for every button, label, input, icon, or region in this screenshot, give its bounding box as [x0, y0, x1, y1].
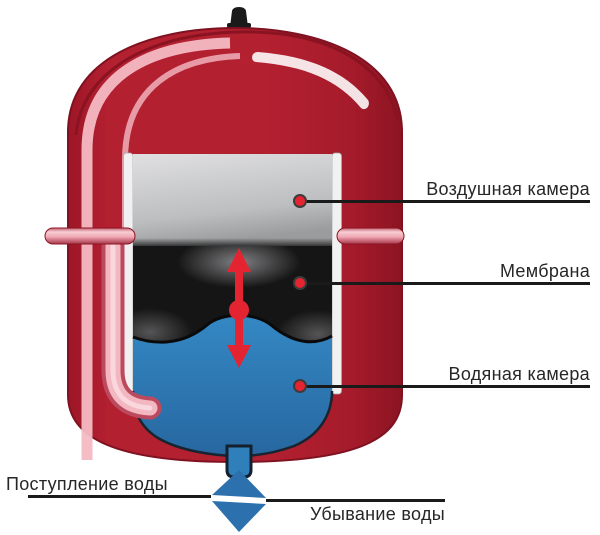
air-chamber-shadow: [133, 238, 332, 247]
left-highlight-band-inner: [122, 53, 241, 235]
flow-diamond-bottom: [212, 501, 266, 532]
membrane-arrow-up-shaft: [235, 266, 243, 314]
membrane-arrow-up-head: [227, 248, 251, 272]
dome-highlight-swoosh: [252, 52, 369, 110]
callout-dot-membrane: [293, 276, 307, 290]
leader-line-water-outflow: [266, 499, 445, 502]
cutaway-left-rim: [123, 152, 134, 395]
dome-edge-line: [74, 30, 400, 136]
right-pipe-stub: [336, 227, 405, 245]
flow-diamond-icon: [212, 470, 266, 532]
callout-dot-water-chamber: [293, 379, 307, 393]
water-chamber-region: [133, 315, 332, 456]
label-water-outflow: Убывание воды: [310, 504, 445, 524]
leader-line-water-chamber: [300, 385, 590, 388]
leader-line-air-chamber: [300, 200, 590, 203]
callout-dot-air-chamber: [293, 194, 307, 208]
wall-cut-tube: [101, 234, 162, 420]
air-valve: [227, 7, 251, 28]
cutaway-right-rim: [331, 152, 342, 395]
membrane-arrows: [227, 248, 251, 368]
leader-line-water-inflow: [28, 495, 211, 498]
left-highlight-band-outer: [81, 37, 231, 460]
label-water-inflow: Поступление воды: [6, 474, 168, 494]
arrow-center-dot: [229, 300, 249, 320]
label-membrane: Мембрана: [499, 261, 590, 281]
label-air-chamber: Воздушная камера: [426, 179, 590, 199]
label-water-chamber: Водяная камера: [448, 364, 590, 384]
flow-diamond-top: [212, 470, 266, 498]
left-pipe-stub: [44, 227, 136, 245]
membrane-arrow-down-head: [227, 345, 251, 368]
leader-line-membrane: [300, 282, 590, 285]
membrane-arrow-down-shaft: [235, 311, 243, 347]
